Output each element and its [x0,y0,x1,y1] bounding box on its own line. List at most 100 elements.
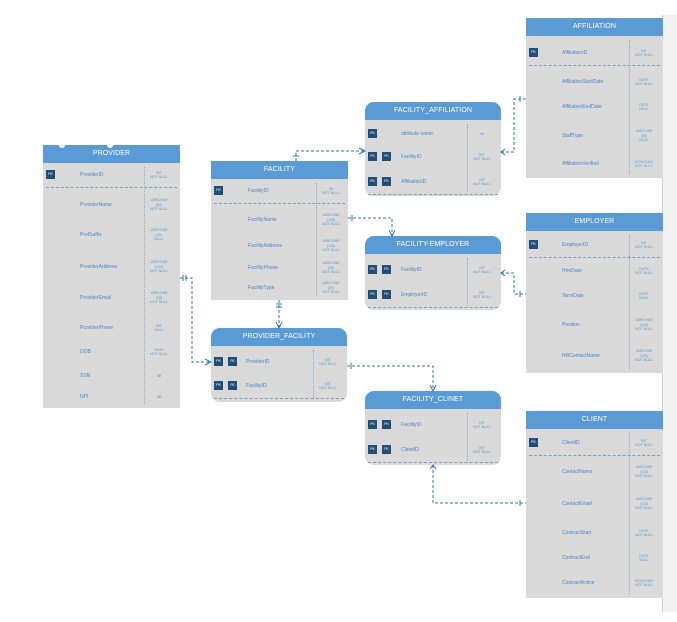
relationship-facility-facility-affiliation[interactable] [295,150,365,161]
column-divider [144,167,145,404]
column-name[interactable]: FacilityAddress [248,243,282,249]
column-name[interactable]: ProviderEmail [80,295,112,301]
column-name[interactable]: AffiliationVerified [562,161,599,167]
column-name[interactable]: StaffType [562,133,584,139]
column-type: VARCHAR (50) NOT NULL [322,281,340,294]
column-type: INT NOT NULL [319,381,337,390]
column-type: VARCHAR (50) NULL [635,129,653,142]
column-type: VARCHAR (100) NOT NULL [635,318,653,331]
column-type: INT NOT NULL [319,357,337,366]
column-name[interactable]: ProviderID [80,172,104,178]
column-name[interactable]: HireDate [562,268,582,274]
crowfoot-marker [350,363,437,393]
key-separator [529,455,660,456]
column-type: INT NOT NULL [473,290,491,299]
column-type: DATE NOT NULL [150,347,168,356]
table-facility-affiliation[interactable]: FACILITY_AFFILIATIONPKFKattribute nameIn… [365,102,501,196]
column-name[interactable]: ClientID [562,440,580,446]
column-name[interactable]: ContractEnd [562,555,590,561]
primary-key-icon: PK [214,186,223,195]
column-name[interactable]: ProviderPhone [80,325,114,331]
column-name[interactable]: FacilityPhone [248,265,279,271]
primary-key-icon: PK [368,420,377,429]
column-name[interactable]: ProviderAddress [80,264,117,270]
column-name[interactable]: Position [562,322,580,328]
column-name[interactable]: TermDate [562,293,584,299]
column-divider [467,258,468,306]
column-type: INT NOT NULL [473,420,491,429]
column-name[interactable]: AffiliationStartDate [562,79,604,85]
column-type: VARCHAR (100) NOT NULL [322,213,340,226]
column-name[interactable]: FacilityID [401,154,422,160]
primary-key-icon: PK [214,357,223,366]
column-name[interactable]: ProviderName [80,202,112,208]
column-name[interactable]: ProviderID [246,359,270,365]
column-type: BOOLEAN NOT NULL [635,159,653,168]
key-separator [214,398,344,399]
column-name[interactable]: EmployerID [562,242,589,248]
column-name[interactable]: FacilityID [401,422,422,428]
column-name[interactable]: NPI [80,394,89,400]
column-name[interactable]: ProfSuffix [80,232,102,238]
column-name[interactable]: ContactEmail [562,501,592,507]
column-name[interactable]: attribute name [401,131,433,137]
primary-key-icon: PK [529,48,538,57]
column-type: INT NOT NULL [635,48,653,57]
table-affiliation[interactable]: AFFILIATION PK AffiliationID INT NOT NULL Af… [526,18,663,178]
column-type: INT NOT NULL [473,265,491,274]
table-title: FACILITY-EMPLOYER [365,236,501,254]
column-name[interactable]: ContractStart [562,530,592,536]
table-title: AFFILIATION [526,18,663,36]
primary-key-icon: PK [368,290,377,299]
relationship-provider-provider-facility[interactable] [180,277,211,363]
primary-key-icon: PK [368,445,377,454]
column-type: INt [156,394,162,399]
primary-key-icon: PK [529,240,538,249]
table-title: FACILITY [211,161,348,179]
column-name[interactable]: FacilityID [248,188,269,194]
column-divider [467,124,468,192]
column-type: VARCHAR (100) NOT NULL [635,465,653,478]
primary-key-icon: PK [368,152,377,161]
column-type: VARCHAR (100) NOT NULL [635,497,653,510]
column-name[interactable]: ContractActive [562,580,595,586]
column-name[interactable]: ContactName [562,469,593,475]
column-name[interactable]: FacilityID [401,267,422,273]
key-separator [46,187,177,188]
key-separator [368,307,498,308]
relationship-facility-facility-employer[interactable] [348,217,393,236]
column-type: VARCHAR (100) NOT NULL [322,239,340,252]
column-name[interactable]: AffiliationID [401,179,427,185]
column-type: INT NULL [154,323,164,332]
column-name[interactable]: ClientID [401,447,419,453]
column-type: INT NOT NULL [635,438,653,447]
relationship-facility-clinet-client[interactable] [432,465,526,504]
crowfoot-marker [429,464,521,506]
relationship-facility-affiliation-affiliation[interactable] [501,98,526,153]
column-type: BOOLEAN NOT NULL [635,578,653,587]
column-name[interactable]: HRContactName [562,353,600,359]
column-divider [313,350,314,398]
column-name[interactable]: AffiliationID [562,50,588,56]
column-name[interactable]: FacilityID [246,383,267,389]
column-name[interactable]: SSN [80,373,91,379]
table-title: PROVIDER [43,145,180,163]
column-name[interactable]: AffiliationEndDate [562,104,602,110]
column-type: Int [480,131,484,136]
relationship-facility-facility-clinet[interactable] [347,365,434,391]
column-name[interactable]: FacilityName [248,217,277,223]
column-name[interactable]: FacilityType [248,285,275,291]
foreign-key-icon: FK [228,381,237,390]
column-name[interactable]: EmployerID [401,292,428,298]
crowfoot-marker [182,275,213,366]
column-name[interactable]: DOB [80,349,91,355]
column-type: INT NOT NULL [635,240,653,249]
